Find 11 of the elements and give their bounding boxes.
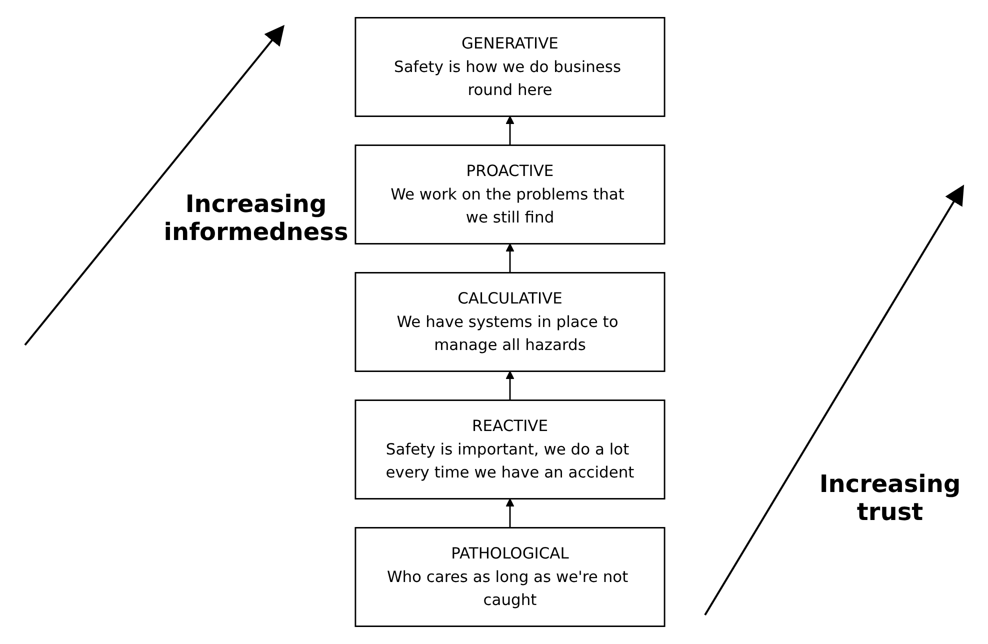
node-box: CALCULATIVE We have systems in place to manage all hazards [354, 272, 666, 372]
axis-label: Increasing trust [818, 470, 962, 526]
arrow [506, 243, 514, 273]
node-box: REACTIVE Safety is important, we do a lot every time we have an accident [354, 400, 666, 500]
arrow [506, 116, 514, 146]
arrow [506, 498, 514, 528]
node-box: PATHOLOGICAL Who cares as long as we're not caught [354, 527, 666, 627]
node-box: GENERATIVE Safety is how we do business round here [354, 17, 666, 117]
arrow [506, 370, 514, 400]
axis-label: Increasing informedness [162, 190, 350, 246]
node-box: PROACTIVE We work on the problems that we still find [354, 144, 666, 244]
